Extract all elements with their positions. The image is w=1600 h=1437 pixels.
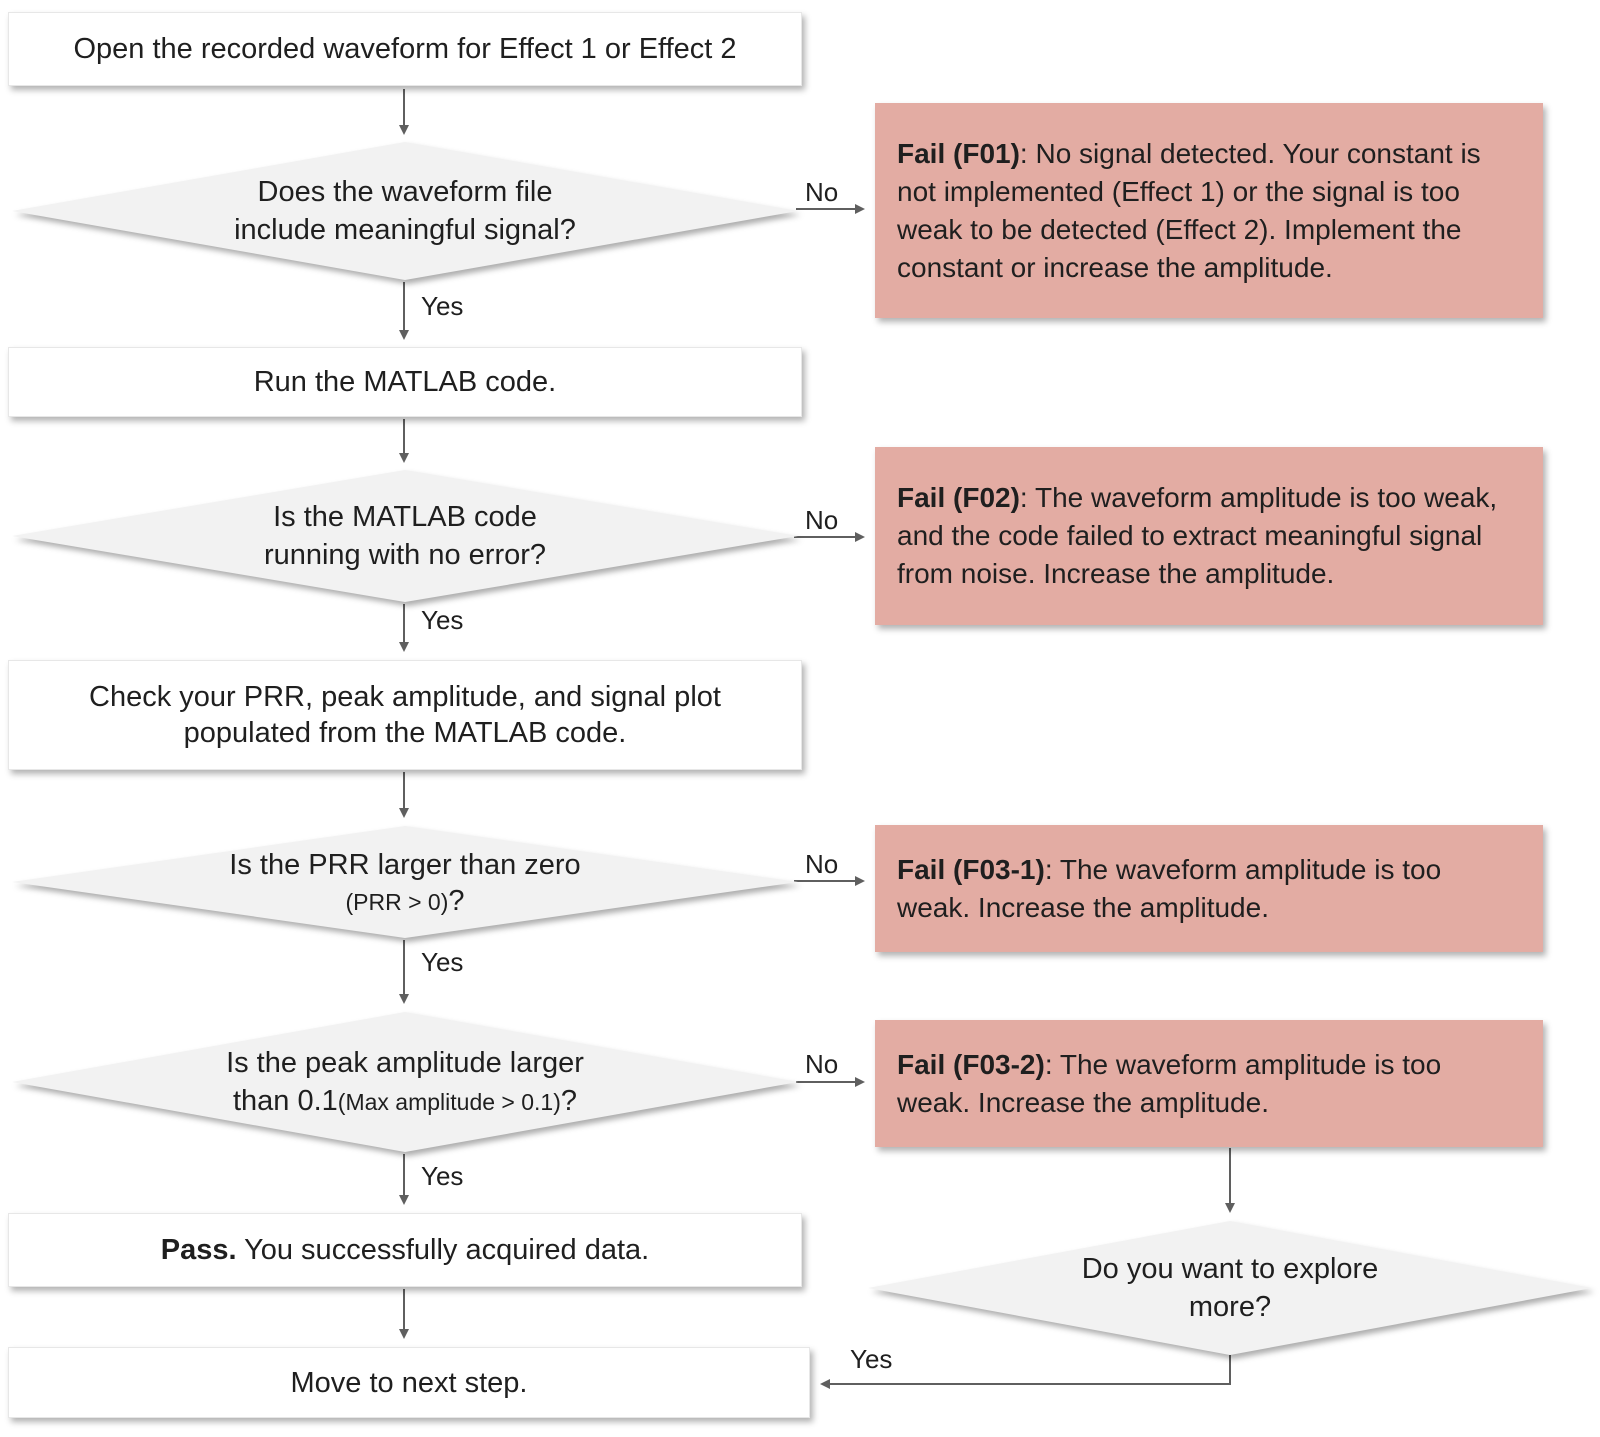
fail-f03-1-message: : The waveform amplitude is too weak. In… [897, 853, 1442, 923]
decision-prr-positive-line1: Is the PRR larger than zero [229, 848, 581, 881]
decision-prr-positive-line2: (PRR > 0)? [345, 884, 464, 919]
fail-f02-text: Fail (F02): The waveform amplitude is to… [897, 479, 1517, 593]
decision-explore-more-line2: more? [1188, 1291, 1272, 1323]
fail-f03-1-box: Fail (F03-1): The waveform amplitude is … [875, 825, 1543, 952]
decision-explore-more-line1: Do you want to explore [1081, 1253, 1379, 1285]
edge-label-no-d1: No [805, 177, 839, 207]
node-check-prr-label: Check your PRR, peak amplitude, and sign… [89, 679, 721, 751]
decision-meaningful-signal-line1: Does the waveform file [257, 176, 553, 208]
decision-explore-more-shape: Do you want to explore more? [868, 1221, 1592, 1355]
fail-f03-1-text: Fail (F03-1): The waveform amplitude is … [897, 851, 1517, 927]
node-check-prr-line1: Check your PRR, peak amplitude, and sign… [89, 681, 721, 713]
decision-prr-positive-paren: (PRR > 0) [345, 888, 449, 915]
decision-meaningful-signal-line2: include meaningful signal? [234, 214, 576, 246]
node-run-matlab: Run the MATLAB code. [8, 347, 802, 417]
edge-label-no-d3: No [805, 849, 839, 879]
node-pass-rest: You successfully acquired data. [236, 1234, 650, 1266]
node-check-prr-line2: populated from the MATLAB code. [183, 717, 627, 749]
decision-explore-more: Do you want to explore more? [868, 1221, 1592, 1355]
node-check-prr: Check your PRR, peak amplitude, and sign… [8, 660, 802, 770]
node-start: Open the recorded waveform for Effect 1 … [8, 12, 802, 86]
decision-no-error: Is the MATLAB code running with no error… [12, 470, 798, 602]
decision-peak-amplitude-shape: Is the peak amplitude larger than 0.1(Ma… [12, 1012, 798, 1152]
fail-f02-code: Fail (F02) [897, 482, 1020, 513]
fail-f01-code: Fail (F01) [897, 137, 1020, 169]
node-pass-label: Pass. You successfully acquired data. [161, 1232, 650, 1268]
decision-prr-positive-shape: Is the PRR larger than zero (PRR > 0)? [12, 826, 798, 938]
edge-label-no-d4: No [805, 1049, 839, 1079]
fail-f03-2-text: Fail (F03-2): The waveform amplitude is … [897, 1046, 1517, 1122]
fail-f01-text: Fail (F01): No signal detected. Your con… [897, 135, 1517, 287]
edge-label-no-d2: No [805, 505, 839, 535]
node-run-matlab-label: Run the MATLAB code. [253, 366, 557, 398]
decision-peak-amplitude: Is the peak amplitude larger than 0.1(Ma… [12, 1012, 798, 1152]
decision-peak-amplitude-paren: (Max amplitude > 0.1) [337, 1088, 561, 1115]
decision-peak-amplitude-pre: than 0.1 [232, 1084, 338, 1117]
node-pass-bold: Pass. [160, 1234, 237, 1266]
node-move-next-step-label: Move to next step. [290, 1366, 528, 1399]
node-start-label: Open the recorded waveform for Effect 1 … [73, 33, 737, 65]
fail-f03-2-message: : The waveform amplitude is too weak. In… [897, 1048, 1442, 1118]
decision-meaningful-signal: Does the waveform file include meaningfu… [12, 142, 798, 280]
edge-label-yes-d2: Yes [421, 605, 464, 635]
fail-f03-2-box: Fail (F03-2): The waveform amplitude is … [875, 1020, 1543, 1147]
decision-peak-amplitude-line2: than 0.1(Max amplitude > 0.1)? [233, 1082, 577, 1121]
decision-meaningful-signal-shape: Does the waveform file include meaningfu… [12, 142, 798, 280]
decision-no-error-shape: Is the MATLAB code running with no error… [12, 470, 798, 602]
node-move-next-step: Move to next step. [8, 1347, 810, 1418]
decision-peak-amplitude-line1: Is the peak amplitude larger [226, 1046, 584, 1079]
edge-label-yes-d3: Yes [421, 947, 464, 977]
edge-label-yes-d4: Yes [421, 1161, 464, 1191]
fail-f02-box: Fail (F02): The waveform amplitude is to… [875, 447, 1543, 625]
decision-no-error-line1: Is the MATLAB code [273, 501, 537, 533]
node-pass: Pass. You successfully acquired data. [8, 1213, 802, 1287]
decision-prr-positive-question: ? [448, 884, 465, 917]
fail-f03-2-code: Fail (F03-2) [897, 1048, 1045, 1080]
edge-label-yes-d5: Yes [850, 1344, 893, 1374]
fail-f01-box: Fail (F01): No signal detected. Your con… [875, 103, 1543, 318]
decision-no-error-line2: running with no error? [263, 539, 547, 571]
decision-peak-amplitude-question: ? [560, 1084, 578, 1117]
edge-label-yes-d1: Yes [421, 291, 464, 321]
fail-f03-1-code: Fail (F03-1) [897, 853, 1045, 885]
fail-f01-message: : No signal detected. Your constant is n… [897, 137, 1481, 283]
fail-f02-message: : The waveform amplitude is too weak, an… [897, 482, 1498, 589]
decision-prr-positive: Is the PRR larger than zero (PRR > 0)? [12, 826, 798, 938]
